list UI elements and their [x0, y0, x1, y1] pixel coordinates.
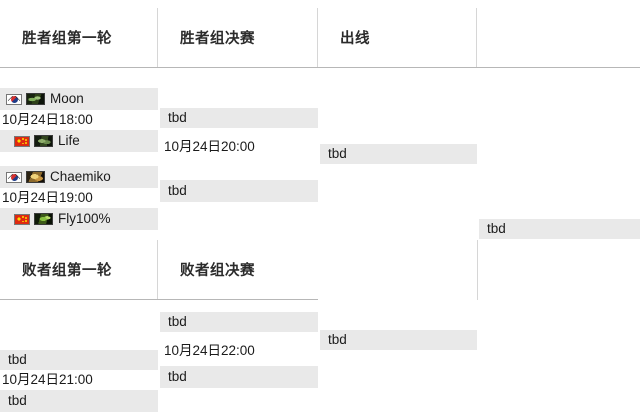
- header-winners-final-label: 胜者组决赛: [180, 31, 255, 47]
- player-name: Moon: [50, 91, 84, 107]
- race-orc-icon: [34, 213, 53, 225]
- header-qualified-label: 出线: [340, 31, 370, 47]
- match-lb-r1-slot-bottom[interactable]: tbd: [0, 390, 158, 412]
- match-date-label: 10月24日20:00: [164, 139, 255, 155]
- slot-placeholder-label: tbd: [8, 393, 27, 409]
- match-wb-r1-m1-player-bottom[interactable]: Life: [0, 130, 158, 152]
- match-wb-final-slot-top[interactable]: tbd: [160, 108, 318, 128]
- player-name: Life: [58, 133, 80, 149]
- slot-placeholder-label: tbd: [328, 332, 347, 348]
- match-lb-final-date: 10月24日22:00: [160, 332, 318, 370]
- lower-bracket-header-band: 败者组第一轮 败者组决赛: [0, 240, 318, 300]
- player-name: Chaemiko: [50, 169, 111, 185]
- match-lb-r1-date: 10月24日21:00: [0, 370, 158, 390]
- header-spacer: [477, 8, 640, 67]
- header-qualified: 出线: [318, 8, 477, 67]
- match-wb-r1-m2-date: 10月24日19:00: [0, 188, 158, 208]
- race-night-elf-icon: [26, 93, 45, 105]
- match-date-label: 10月24日22:00: [164, 343, 255, 359]
- slot-placeholder-label: tbd: [168, 110, 187, 126]
- flag-south-korea-icon: [6, 93, 22, 105]
- race-undead-icon: [34, 135, 53, 147]
- race-human-icon: [26, 171, 45, 183]
- player-name: Fly100%: [58, 211, 111, 227]
- match-date-label: 10月24日18:00: [2, 112, 93, 128]
- flag-china-icon: [14, 213, 30, 225]
- match-wb-r1-m2-player-top[interactable]: Chaemiko: [0, 166, 158, 188]
- header-winners-round-1-label: 胜者组第一轮: [22, 31, 112, 47]
- slot-placeholder-label: tbd: [328, 146, 347, 162]
- match-wb-r1-m1-date: 10月24日18:00: [0, 110, 158, 130]
- match-lb-final-slot-top[interactable]: tbd: [160, 312, 318, 332]
- header-losers-round-1: 败者组第一轮: [0, 240, 158, 299]
- header-losers-final: 败者组决赛: [158, 240, 318, 299]
- upper-bracket-header-band: 胜者组第一轮 胜者组决赛 出线: [0, 8, 640, 68]
- match-wb-r1-m1-player-top[interactable]: Moon: [0, 88, 158, 110]
- column-divider-qualified: [477, 240, 478, 300]
- match-wb-r1-m2-player-bottom[interactable]: Fly100%: [0, 208, 158, 230]
- header-winners-final: 胜者组决赛: [158, 8, 318, 67]
- slot-placeholder-label: tbd: [168, 369, 187, 385]
- match-lb-r1-slot-top[interactable]: tbd: [0, 350, 158, 370]
- header-losers-final-label: 败者组决赛: [180, 263, 255, 279]
- header-losers-round-1-label: 败者组第一轮: [22, 263, 112, 279]
- slot-wb-qualified[interactable]: tbd: [320, 144, 477, 164]
- match-wb-final-date: 10月24日20:00: [160, 128, 318, 166]
- slot-placeholder-label: tbd: [8, 352, 27, 368]
- slot-placeholder-label: tbd: [168, 314, 187, 330]
- flag-south-korea-icon: [6, 171, 22, 183]
- match-date-label: 10月24日21:00: [2, 372, 93, 388]
- slot-grand-qualified[interactable]: tbd: [479, 219, 640, 239]
- flag-china-icon: [14, 135, 30, 147]
- match-lb-final-slot-bottom[interactable]: tbd: [160, 366, 318, 388]
- header-winners-round-1: 胜者组第一轮: [0, 8, 158, 67]
- match-wb-final-slot-bottom[interactable]: tbd: [160, 180, 318, 202]
- slot-lb-qualified[interactable]: tbd: [320, 330, 477, 350]
- slot-placeholder-label: tbd: [168, 183, 187, 199]
- slot-placeholder-label: tbd: [487, 221, 506, 237]
- match-date-label: 10月24日19:00: [2, 190, 93, 206]
